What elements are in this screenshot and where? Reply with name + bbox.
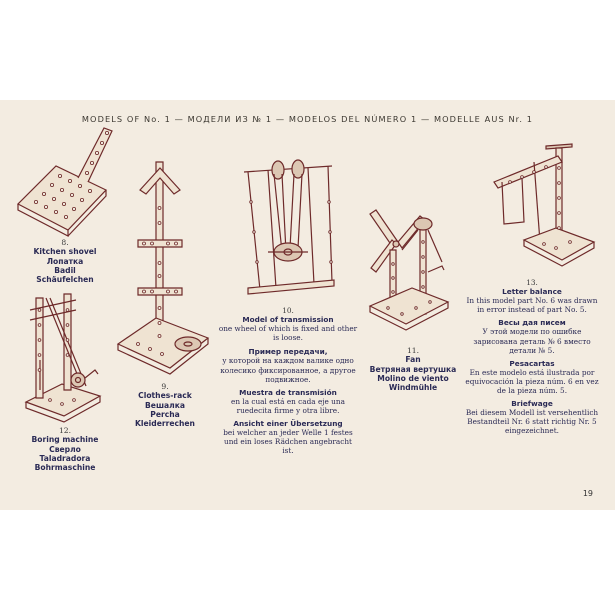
illustration-transmission [238,152,338,302]
illustration-kitchen-shovel [8,118,123,238]
caption-model-10: 10. Model of transmission one wheel of w… [218,306,358,456]
caption-model-9: 9. Clothes-rack Вешалка Percha Kleiderre… [135,382,195,429]
caption-model-13: 13. Letter balance In this model part No… [465,278,599,436]
caption-model-8: 8. Kitchen shovel Лопатка Badil Schäufel… [33,238,97,285]
caption-model-11: 11. Fan Ветряная вертушка Molino de vien… [369,346,457,393]
illustration-boring-machine [20,290,110,425]
illustration-letter-balance [484,138,604,280]
illustration-clothes-rack [110,158,220,383]
caption-model-12: 12. Boring machine Сверло Taladradora Bo… [31,426,99,473]
page-header: MODELS OF No. 1 — МОДЕЛИ ИЗ № 1 — MODELO… [81,114,534,124]
catalog-page: MODELS OF No. 1 — МОДЕЛИ ИЗ № 1 — MODELO… [0,100,615,510]
page-number: 19 [582,489,593,498]
illustration-windmill [362,202,452,337]
